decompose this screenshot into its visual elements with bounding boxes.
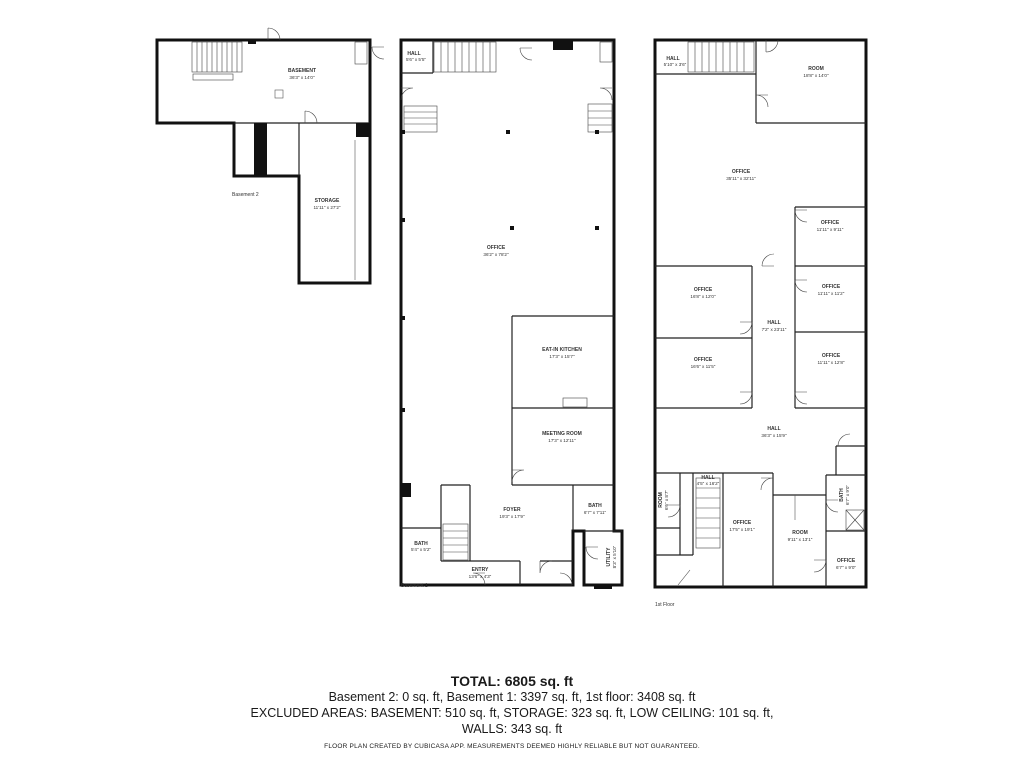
f1-office-b-dims: 16'8" x 12'0" [690, 294, 716, 299]
f1-room-bottom-dims: 9'11" x 13'1" [788, 537, 813, 542]
b1-bath-2-dims: 5'4" x 5'2" [411, 547, 431, 552]
f1-hall-wide-label: HALL [767, 426, 780, 432]
b1-bath-label: BATH [588, 503, 602, 509]
f1-room-dims: 18'8" x 14'0" [803, 73, 829, 78]
first-floor-plan: HALL 5'10" x 3'6" ROOM 18'8" x 14'0" OFF… [653, 38, 868, 608]
basement-room-dims: 36'3" x 14'0" [289, 75, 315, 80]
f1-hall-center-label: HALL [767, 320, 780, 326]
first-floor-label: 1st Floor [655, 602, 675, 608]
f1-hall-center-dims: 7'2" x 23'11" [762, 327, 787, 332]
f1-hall-dims: 5'10" x 3'6" [664, 62, 687, 67]
f1-hall-label: HALL [666, 56, 679, 62]
f1-office-a-label: OFFICE [821, 220, 840, 226]
total-area: TOTAL: 6805 sq. ft [450, 673, 574, 689]
f1-room-label: ROOM [808, 66, 824, 72]
basement-2-floor-label: Basement 2 [232, 192, 259, 198]
storage-room-label: STORAGE [315, 198, 340, 204]
f1-office-g-label: OFFICE [837, 558, 856, 564]
f1-room-small-label: ROOM [658, 492, 664, 508]
f1-office-d-dims: 16'6" x 11'5" [691, 364, 716, 369]
f1-hall-stair-dims: 4'5" x 16'2" [697, 481, 720, 486]
f1-office-main-label: OFFICE [732, 169, 751, 175]
b1-meeting-label: MEETING ROOM [542, 431, 582, 437]
basement-1-floor-label: Basement 1 [401, 583, 428, 589]
f1-hall-stair-label: HALL [701, 475, 714, 481]
f1-office-e-label: OFFICE [822, 353, 841, 359]
f1-hall-wide-dims: 36'3" x 15'9" [761, 433, 787, 438]
b1-bath-dims: 6'7" x 7'11" [584, 510, 607, 515]
f1-office-g-dims: 6'7" x 9'0" [836, 565, 856, 570]
b1-foyer-label: FOYER [503, 507, 521, 513]
f1-bath-dims: 6'7" x 9'0" [845, 485, 850, 505]
f1-office-main-dims: 35'11" x 32'11" [726, 176, 756, 181]
walls-area: WALLS: 343 sq. ft [461, 722, 563, 736]
f1-office-e-dims: 11'11" x 12'8" [817, 360, 844, 365]
b1-kitchen-dims: 17'3" x 15'7" [549, 354, 575, 359]
b1-meeting-dims: 17'3" x 12'11" [548, 438, 576, 443]
f1-office-a-dims: 11'11" x 9'11" [817, 227, 844, 232]
b1-office-dims: 36'2" x 78'2" [483, 252, 509, 257]
f1-office-c-dims: 11'11" x 11'2" [818, 291, 845, 296]
b1-entry-dims: 13'6" x 4'3" [469, 574, 492, 579]
floor-plan-drawing: BASEMENT 36'3" x 14'0" STORAGE 11'11" x … [155, 27, 868, 608]
b1-entry-label: ENTRY [472, 567, 489, 573]
f1-office-d-label: OFFICE [694, 357, 713, 363]
storage-room-dims: 11'11" x 27'2" [313, 205, 340, 210]
b1-utility-dims: 8'3" x 5'10" [612, 545, 617, 568]
f1-room-small-dims: 6'6" x 8'7" [664, 490, 669, 510]
f1-office-f-dims: 17'5" x 19'1" [729, 527, 755, 532]
floor-area-breakdown: Basement 2: 0 sq. ft, Basement 1: 3397 s… [328, 690, 696, 704]
b1-hall-label: HALL [407, 51, 420, 57]
f1-office-f-label: OFFICE [733, 520, 752, 526]
f1-office-c-label: OFFICE [822, 284, 841, 290]
f1-bath-label: BATH [839, 488, 845, 502]
basement-2-plan: BASEMENT 36'3" x 14'0" STORAGE 11'11" x … [155, 27, 385, 285]
b1-bath-2-label: BATH [414, 541, 428, 547]
b1-foyer-dims: 19'3" x 17'9" [499, 514, 525, 519]
disclaimer-credit: FLOOR PLAN CREATED BY CUBICASA APP. MEAS… [324, 743, 700, 750]
b1-hall-dims: 5'6" x 5'5" [406, 57, 426, 62]
excluded-areas: EXCLUDED AREAS: BASEMENT: 510 sq. ft, ST… [250, 706, 774, 720]
basement-1-plan: HALL 5'6" x 5'5" OFFICE 36'2" x 78'2" EA… [399, 38, 624, 589]
b1-kitchen-label: EAT-IN KITCHEN [542, 347, 582, 353]
b1-office-label: OFFICE [487, 245, 506, 251]
basement-room-label: BASEMENT [288, 68, 316, 74]
b1-utility-label: UTILITY [606, 547, 612, 567]
f1-room-bottom-label: ROOM [792, 530, 808, 536]
f1-office-b-label: OFFICE [694, 287, 713, 293]
